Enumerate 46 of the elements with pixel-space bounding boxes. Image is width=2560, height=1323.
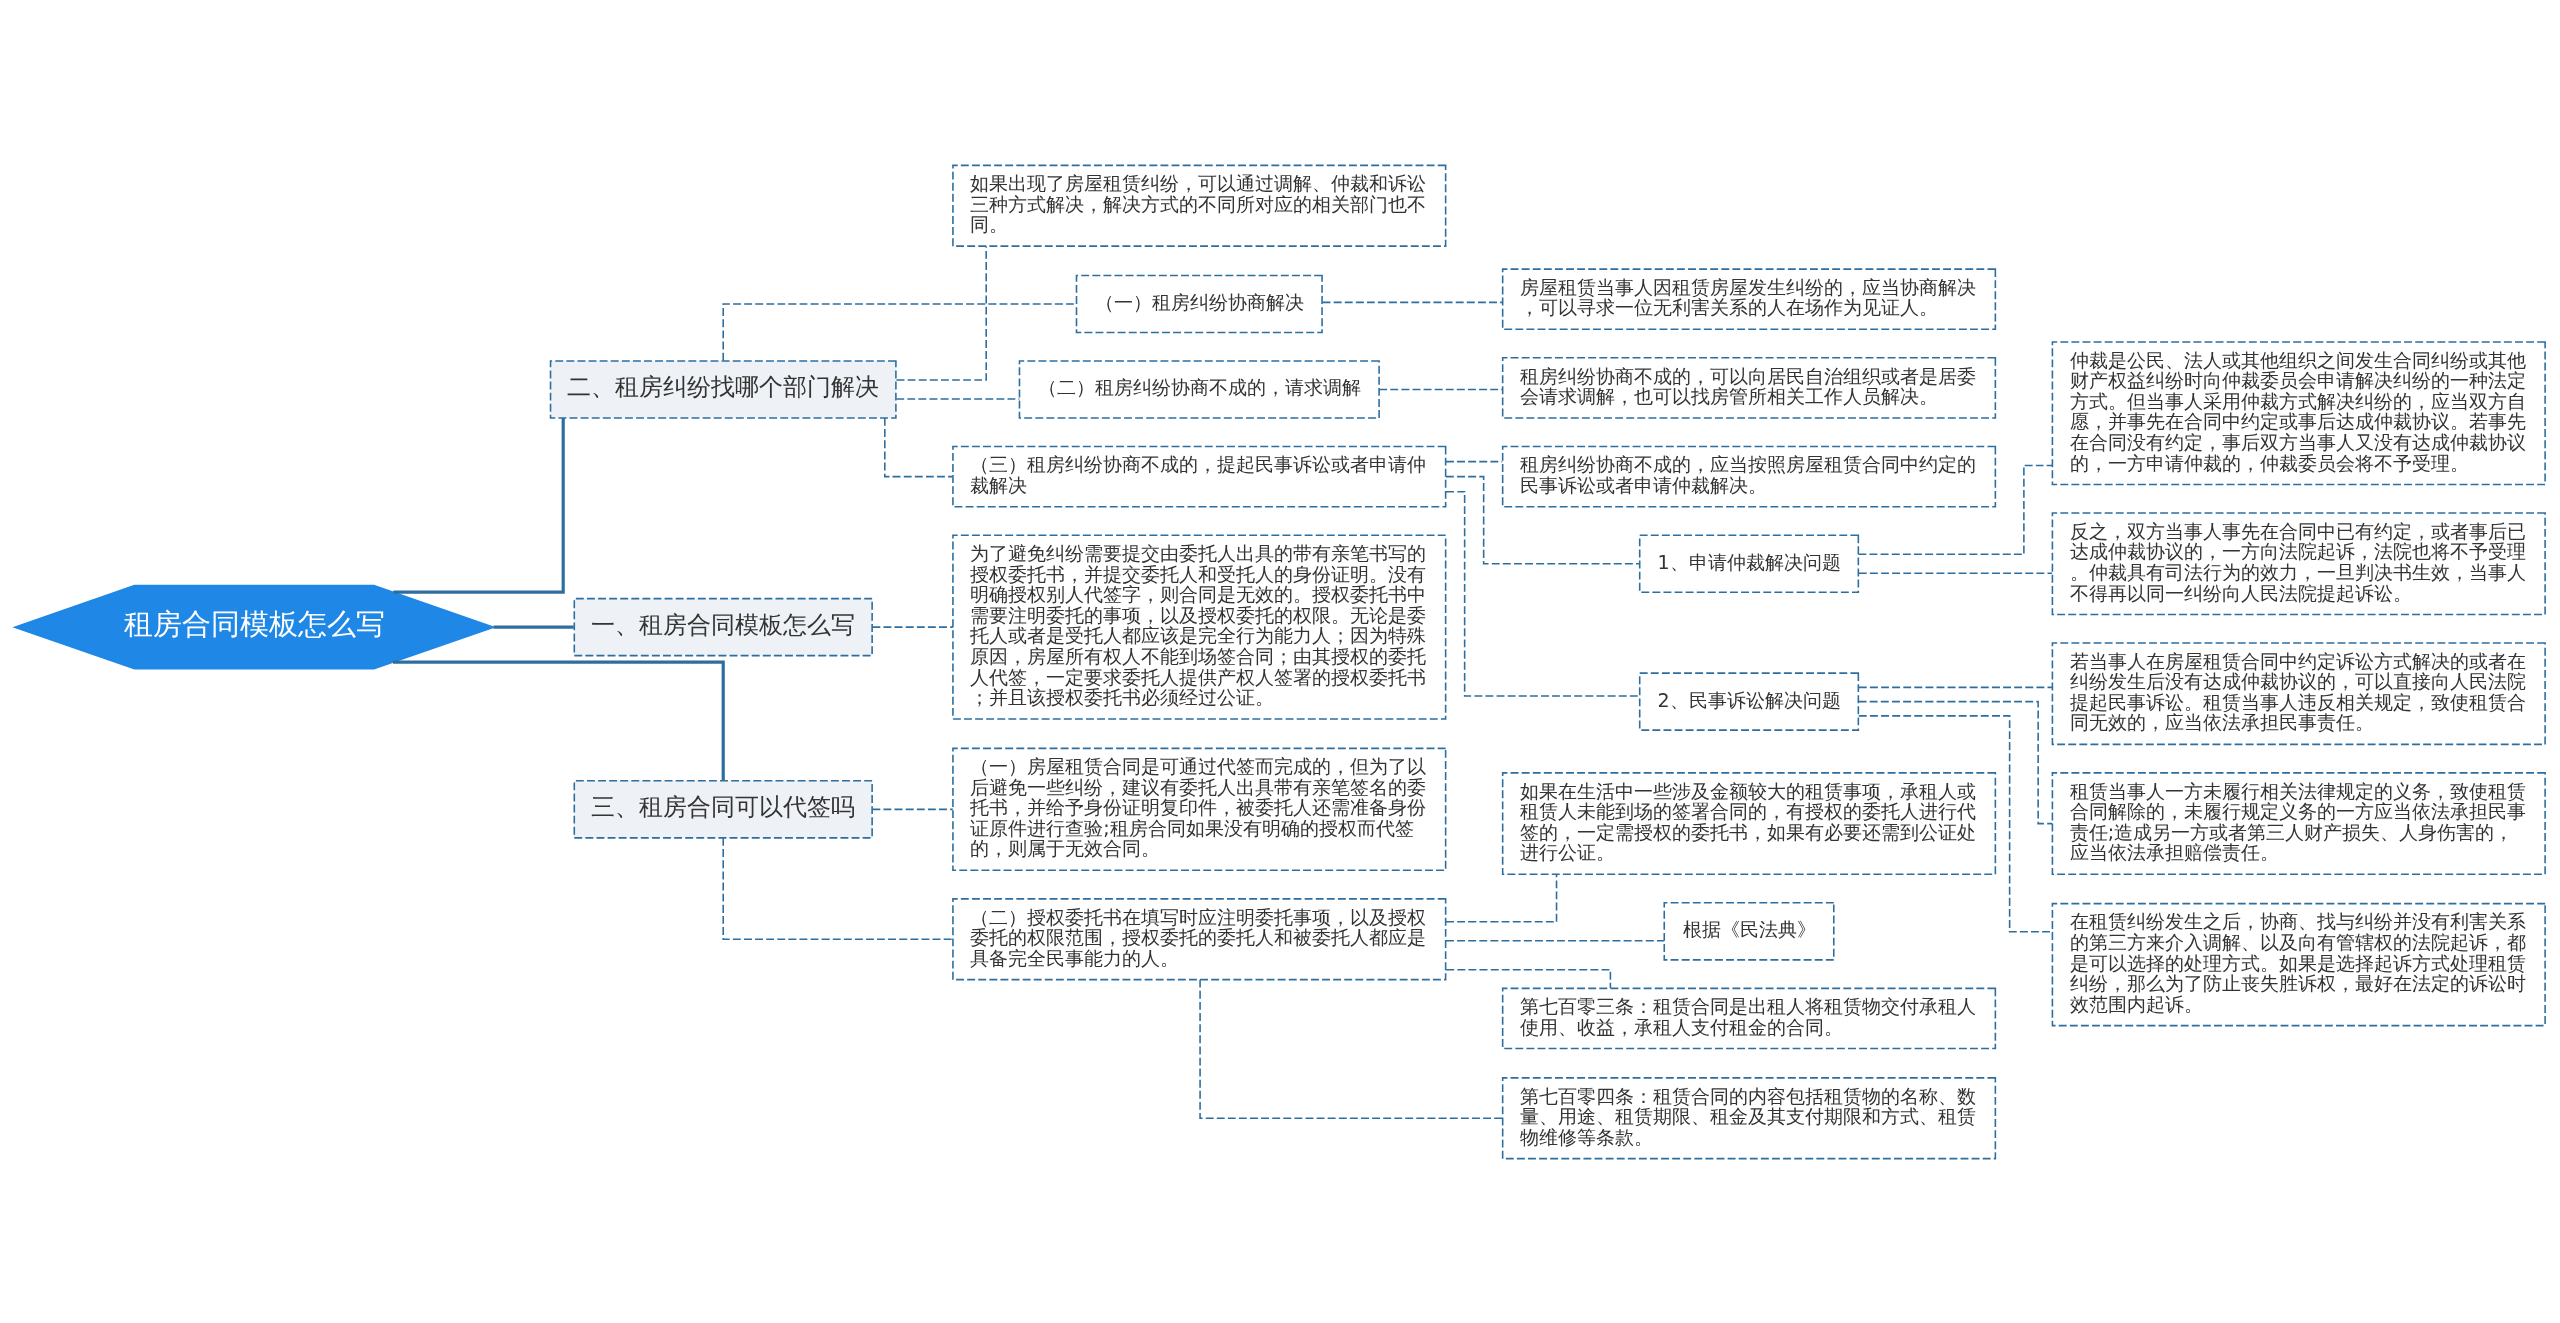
node-box: 如果在生活中一些涉及金额较大的租赁事项，承租人或租赁人未能到场的签署合同的，有授权的委托人进行代签的，一定需授权的委托书，如果有必要还需到公证处进行公证。 <box>1501 771 1997 875</box>
node-box: 为了避免纠纷需要提交由委托人出具的带有亲笔书写的授权委托书，并提交委托人和受托人的身份证明。没有明确授权别人代签字，则合同是无效的。授权委托书中需要注明委托的事项，以及授权委托的权限。无论是委托人或者是受托人都应该是完全行为能力人；因为特殊原因，房屋所有权人不能到场签合同；由其授权的委托人代签，一定要求委托人提供产权人签署的授权委托书；并且该授权委托书必须经过公证。 <box>952 533 1447 720</box>
connector <box>895 244 987 381</box>
node-box: 1、申请仲裁解决问题 <box>1638 533 1860 593</box>
connector <box>1321 301 1504 303</box>
node-box: 第七百零三条：租赁合同是出租人将租赁物交付承租人使用、收益，承租人支付租金的合同。 <box>1501 987 1997 1049</box>
node-box: 二、租房纠纷找哪个部门解决 <box>549 359 897 419</box>
node-box: 根据《民法典》 <box>1663 901 1835 961</box>
connector <box>1445 490 1641 697</box>
node-box: 房屋租赁当事人因租赁房屋发生纠纷的，应当协商解决，可以寻求一位无利害关系的人在场作为见证人。 <box>1501 267 1997 330</box>
connector <box>1858 686 2053 688</box>
node-box: 租房纠纷协商不成的，可以向居民自治组织或者是居委会请求调解，也可以找房管所相关工作人员解决。 <box>1501 356 1997 419</box>
node-box: 2、民事诉讼解决问题 <box>1638 671 1860 731</box>
node-box: 仲裁是公民、法人或其他组织之间发生合同纠纷或其他财产权益纠纷时向仲裁委员会申请解决纠纷的一种法定方式。但当事人采用仲裁方式解决纠纷的，应当双方自愿，并事先在合同中约定或事后达成仲裁协议。若事先在合同没有约定，事后双方当事人又没有达成仲裁协议的，一方申请仲裁的，仲裁委员会将不予受理。 <box>2051 340 2546 485</box>
connector <box>722 302 1077 361</box>
node-box: （二）授权委托书在填写时应注明委托事项，以及授权委托的权限范围，授权委托的委托人和被委托人都应是具备完全民事能力的人。 <box>952 897 1447 980</box>
connector <box>884 416 954 477</box>
connector <box>393 417 565 594</box>
connector <box>493 625 574 629</box>
connector <box>393 660 725 780</box>
node-box: 若当事人在房屋租赁合同中约定诉讼方式解决的或者在纠纷发生后没有达成仲裁协议的，可以直接向人民法院提起民事诉讼。租赁当事人违反相关规定，致使租赁合同无效的，应当依法承担民事责任。 <box>2051 641 2546 745</box>
node-box: （一）租房纠纷协商解决 <box>1075 274 1323 333</box>
connector <box>1858 572 2053 574</box>
connector <box>1445 968 1612 989</box>
connector <box>1445 939 1665 942</box>
connector <box>1445 873 1558 923</box>
connector <box>895 397 1021 400</box>
node-box: （二）租房纠纷协商不成的，请求调解 <box>1018 359 1380 419</box>
node-box: 租赁当事人一方未履行相关法律规定的义务，致使租赁合同解除的，未履行规定义务的一方应当依法承担民事责任;造成另一方或者第三人财产损失、人身伤害的，应当依法承担赔偿责任。 <box>2051 771 2546 875</box>
node-box: 在租赁纠纷发生之后，协商、找与纠纷并没有利害关系的第三方来介入调解、以及向有管辖权的法院起诉，都是可以选择的处理方式。如果是选择起诉方式处理租赁纠纷，那么为了防止丧失胜诉权，最好在法定的诉讼时效范围内起诉。 <box>2051 902 2546 1026</box>
connector <box>1445 460 1504 462</box>
node-box: 如果出现了房屋租赁纠纷，可以通过调解、仲裁和诉讼三种方式解决，解决方式的不同所对应的相关部门也不同。 <box>952 164 1447 247</box>
connector <box>871 625 954 628</box>
node-box: （一）房屋租赁合同是可通过代签而完成的，但为了以后避免一些纠纷，建议有委托人出具带有亲笔签名的委托书，并给予身份证明复印件，被委托人还需准备身份证原件进行查验;租房合同如果没有明确的授权而代签的，则属于无效合同。 <box>952 747 1447 871</box>
connector <box>1445 475 1641 565</box>
connector <box>1857 700 2053 824</box>
node-box: 反之，双方当事人事先在合同中已有约定，或者事后已达成仲裁协议的，一方向法院起诉，法院也将不予受理。仲裁具有司法行为的效力，一旦判决书生效，当事人不得再以同一纠纷向人民法院提起诉讼。 <box>2051 511 2546 615</box>
node-box: 第七百零四条：租赁合同的内容包括租赁物的名称、数量、用途、租赁期限、租金及其支付期限和方式、租赁物维修等条款。 <box>1501 1076 1997 1159</box>
node-box: 一、租房合同模板怎么写 <box>573 597 873 656</box>
node-box: （三）租房纠纷协商不成的，提起民事诉讼或者申请仲裁解决 <box>952 445 1447 508</box>
node-box: 三、租房合同可以代签吗 <box>573 779 873 839</box>
connector <box>1199 978 1504 1119</box>
connector <box>722 836 954 940</box>
connector <box>1378 388 1503 390</box>
connector <box>871 808 954 810</box>
node-box: 租房纠纷协商不成的，应当按照房屋租赁合同中约定的民事诉讼或者申请仲裁解决。 <box>1501 445 1997 508</box>
